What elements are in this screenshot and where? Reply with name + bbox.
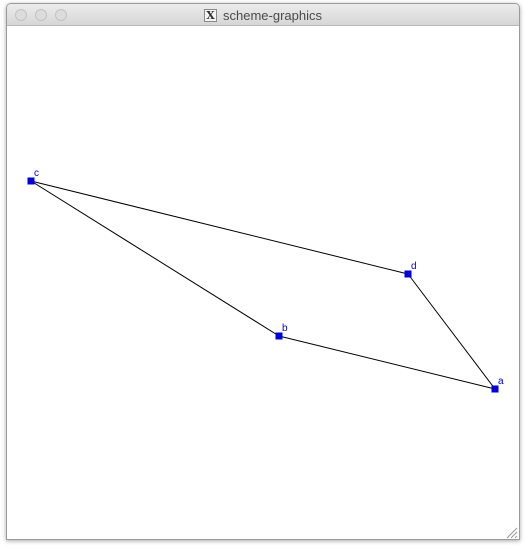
point-label-b: b (282, 323, 288, 334)
point-b (275, 332, 283, 340)
point-label-a: a (498, 376, 504, 387)
edge-c-b (30, 180, 280, 337)
point-d (404, 270, 412, 278)
zoom-button[interactable] (55, 9, 67, 21)
graph-drawing: c d b a (27, 168, 504, 393)
point-label-d: d (411, 261, 417, 272)
x11-icon: X (204, 8, 217, 22)
resize-grip-icon[interactable] (505, 526, 518, 539)
close-button[interactable] (15, 9, 27, 21)
app-window: X scheme-graphics c d b a (6, 3, 520, 540)
title-bar[interactable]: X scheme-graphics (7, 4, 519, 26)
point-label-c: c (34, 168, 39, 179)
edge-b-a (278, 335, 496, 390)
edge-d-a (407, 273, 496, 390)
point-a (491, 385, 499, 393)
edge-c-d (30, 180, 409, 275)
minimize-button[interactable] (35, 9, 47, 21)
window-title: scheme-graphics (223, 7, 322, 23)
point-c (27, 177, 35, 185)
graphics-canvas[interactable]: c d b a (7, 26, 519, 539)
